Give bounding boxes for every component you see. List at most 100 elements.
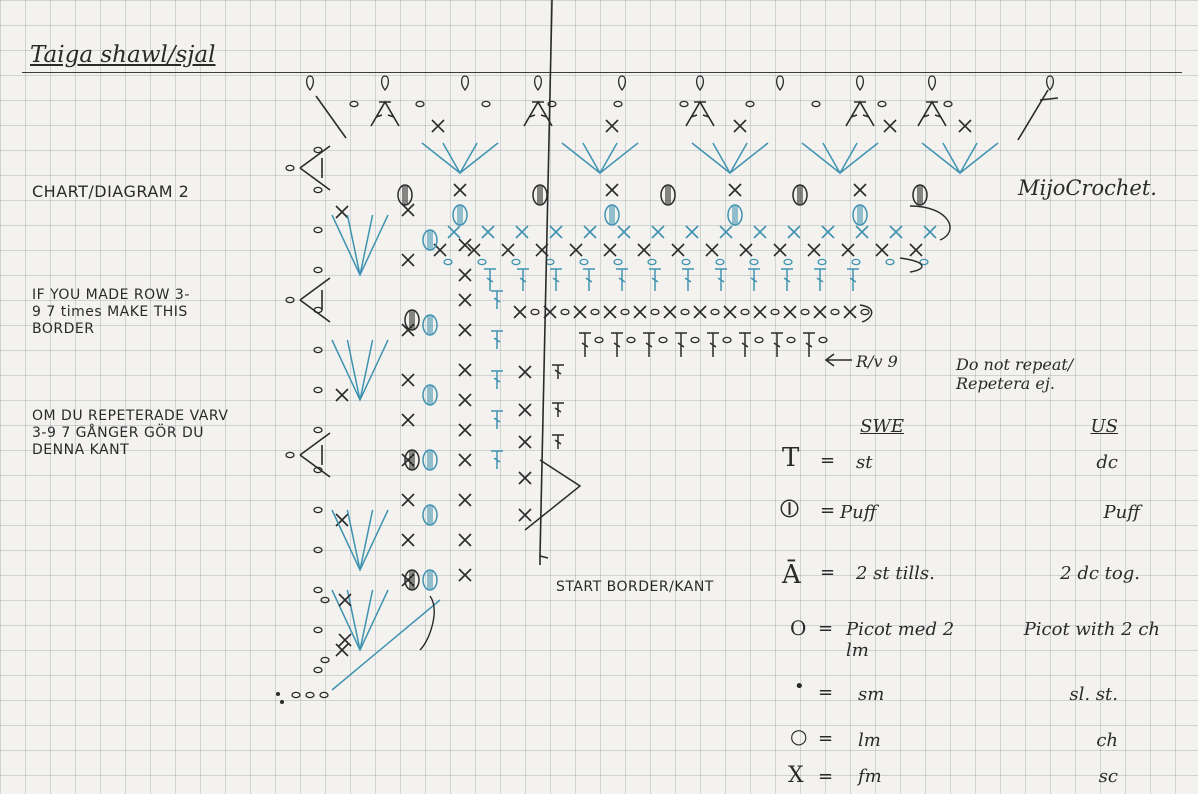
sc-mark <box>664 306 676 318</box>
chain-mark <box>580 259 588 264</box>
dc-mark <box>1018 90 1058 140</box>
sc-mark <box>842 244 854 256</box>
chain-mark <box>750 259 758 264</box>
sc-mark <box>584 226 596 238</box>
sc-mark <box>652 226 664 238</box>
chain-mark <box>314 427 322 432</box>
chain-mark <box>819 337 827 342</box>
chain-mark <box>771 309 779 314</box>
chain-mark <box>691 337 699 342</box>
sc-mark <box>784 306 796 318</box>
sc-mark <box>402 414 414 426</box>
fan-mark <box>422 143 498 173</box>
picot-mark <box>462 76 469 90</box>
sc-mark <box>570 244 582 256</box>
chain-mark <box>314 507 322 512</box>
sc-mark <box>606 120 618 132</box>
sc-mark <box>459 534 471 546</box>
chain-mark <box>787 337 795 342</box>
sc-mark <box>454 184 466 196</box>
fan-mark <box>332 590 388 650</box>
edge-line <box>316 96 346 138</box>
dc-mark <box>675 333 687 357</box>
chain-mark <box>546 259 554 264</box>
sc-mark <box>519 436 531 448</box>
sc-mark <box>550 226 562 238</box>
picot-mark <box>777 76 784 90</box>
dc-mark <box>814 269 826 291</box>
chain-mark <box>314 667 322 672</box>
fan-mark <box>802 143 878 173</box>
sc-mark <box>402 534 414 546</box>
puff-mark-lines <box>428 505 432 525</box>
sc-mark <box>808 244 820 256</box>
border-line <box>525 460 580 530</box>
sc-mark <box>734 120 746 132</box>
tog-mark <box>846 102 874 126</box>
sc-mark <box>336 206 348 218</box>
puff-mark-lines <box>538 185 542 205</box>
puff-mark-lines <box>733 205 737 225</box>
puff-mark-lines <box>410 570 414 590</box>
chain-mark <box>286 297 294 302</box>
chain-mark <box>818 259 826 264</box>
chain-mark <box>286 165 294 170</box>
puff-mark-lines <box>918 185 922 205</box>
puff-mark-lines <box>428 315 432 335</box>
dc-mark <box>491 451 503 469</box>
chain-mark <box>755 337 763 342</box>
crochet-chart-marks <box>276 76 1058 704</box>
sc-mark <box>459 394 471 406</box>
sc-mark <box>459 454 471 466</box>
sc-mark <box>724 306 736 318</box>
chain-mark <box>812 101 820 106</box>
dc-mark <box>649 269 661 291</box>
chain-mark <box>651 309 659 314</box>
k-mark <box>300 278 330 322</box>
sc-mark <box>729 184 741 196</box>
chain-mark <box>320 692 328 697</box>
sc-mark <box>884 120 896 132</box>
sc-mark <box>459 269 471 281</box>
picot-mark <box>619 76 626 90</box>
dc-mark <box>803 333 815 357</box>
puff-mark-lines <box>428 450 432 470</box>
chain-mark <box>784 259 792 264</box>
sc-mark <box>482 226 494 238</box>
chain-mark <box>944 101 952 106</box>
chain-mark <box>681 309 689 314</box>
dc-mark <box>748 269 760 291</box>
chain-mark <box>591 309 599 314</box>
sc-mark <box>774 244 786 256</box>
chain-mark <box>512 259 520 264</box>
sc-mark <box>402 374 414 386</box>
chain-mark <box>614 259 622 264</box>
chain-mark <box>314 347 322 352</box>
chain-mark <box>350 101 358 106</box>
chain-mark <box>478 259 486 264</box>
dc-mark <box>739 333 751 357</box>
fan-mark <box>692 143 768 173</box>
chain-mark <box>561 309 569 314</box>
chain-mark <box>746 101 754 106</box>
dc-mark <box>643 333 655 357</box>
sc-mark <box>459 364 471 376</box>
puff-mark-lines <box>410 450 414 470</box>
picot-mark <box>307 76 314 90</box>
sc-mark <box>604 306 616 318</box>
sc-mark <box>336 389 348 401</box>
picot-mark <box>1047 76 1054 90</box>
sc-mark <box>876 244 888 256</box>
chain-mark <box>852 259 860 264</box>
fan-mark <box>922 143 998 173</box>
sc-mark <box>634 306 646 318</box>
chain-mark <box>648 259 656 264</box>
sc-mark <box>814 306 826 318</box>
fan-mark <box>332 340 388 400</box>
dc-mark <box>583 269 595 291</box>
chain-mark <box>292 692 300 697</box>
sc-mark <box>402 494 414 506</box>
chain-mark <box>621 309 629 314</box>
sc-mark <box>459 569 471 581</box>
dc-mark <box>682 269 694 291</box>
